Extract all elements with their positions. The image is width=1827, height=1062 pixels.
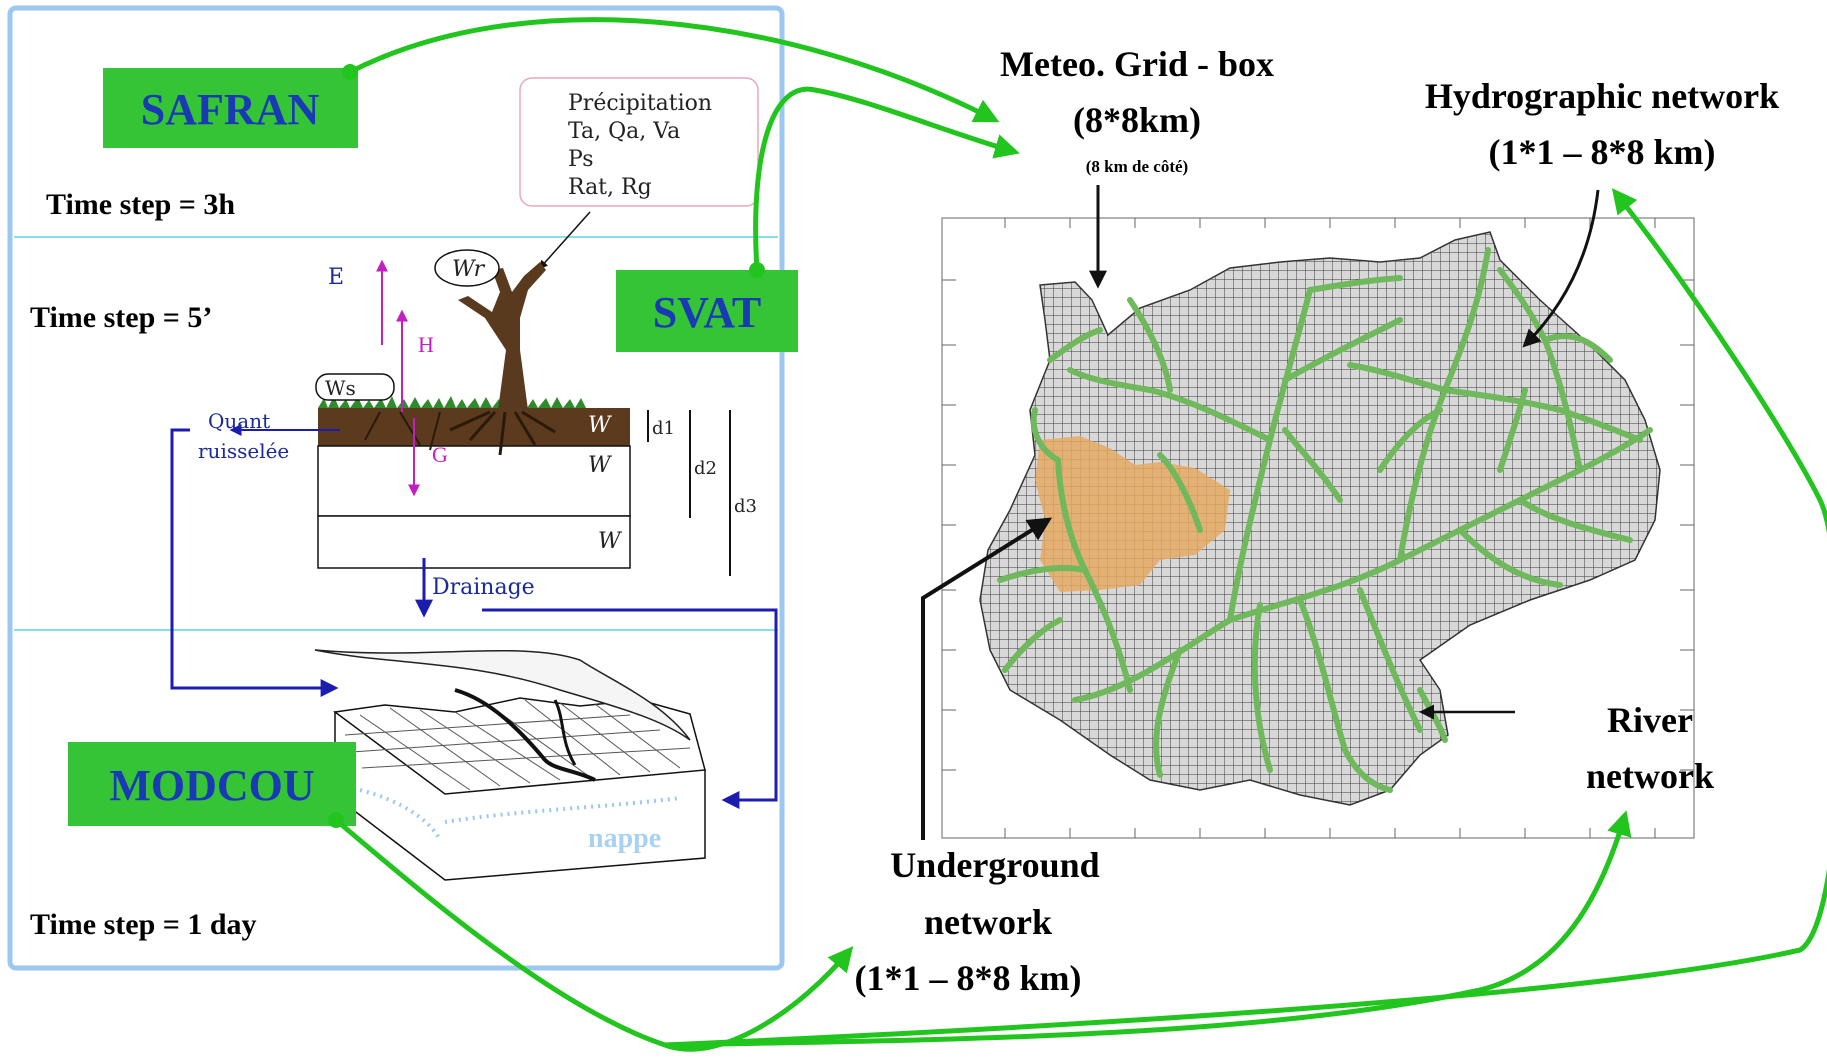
modcou-label: MODCOU	[109, 761, 314, 810]
connectors	[334, 17, 1827, 1052]
river-network-line2: network	[1586, 756, 1714, 796]
basin-outline	[979, 231, 1661, 806]
hydro-pointer-arrow	[1522, 189, 1600, 348]
tree-roots-2	[364, 411, 441, 451]
w2-label: W	[588, 453, 613, 478]
block-top-grid	[344, 699, 691, 791]
hydro-network-title: Hydrographic network	[1425, 76, 1779, 116]
underground-area	[1035, 436, 1230, 592]
time-step-svat: Time step = 5’	[30, 301, 212, 334]
nappe-label: nappe	[588, 823, 661, 854]
connector-modcou-river	[664, 810, 1632, 1048]
connector-modcou-underground	[334, 818, 854, 1052]
basin-map	[921, 185, 1695, 840]
connector-dot-svat	[749, 262, 765, 278]
d1-label: d1	[652, 418, 675, 439]
tree-roots	[449, 410, 556, 456]
wr-bubble	[434, 249, 500, 287]
model-safran: SAFRAN	[103, 68, 358, 148]
runoff-label-line2: ruisselée	[198, 439, 289, 463]
underground-network-line2: network	[924, 902, 1052, 942]
forcing-item: Rat, Rg	[568, 175, 652, 200]
meteo-grid-subtitle: (8 km de côté)	[1086, 157, 1188, 176]
svat-label: SVAT	[653, 288, 761, 337]
soil-layer-surface	[318, 408, 630, 446]
d2-label: d2	[694, 458, 717, 479]
connector-dots	[328, 64, 765, 828]
wr-label: Wr	[452, 257, 486, 282]
flux-e-label: E	[328, 265, 344, 290]
river-network	[997, 247, 1653, 793]
model-modcou: MODCOU	[68, 742, 356, 826]
river-network-line1: River	[1607, 700, 1693, 740]
meteo-grid-size: (8*8km)	[1073, 100, 1201, 140]
soil-layer-root	[317, 445, 631, 517]
forcing-item: Ta, Qa, Va	[568, 119, 680, 144]
flux-g-label: G	[432, 442, 448, 467]
connector-safran-meteo	[348, 17, 1000, 123]
aquifer-block: nappe	[314, 649, 706, 881]
connector-svat-meteo	[753, 86, 1020, 271]
drainage-flow-line	[482, 608, 778, 809]
d3-label: d3	[734, 496, 757, 517]
aquifer-dotted-line	[359, 788, 681, 841]
connector-modcou-hydro	[664, 188, 1827, 1048]
left-panel: Précipitation Ta, Qa, Va Ps Rat, Rg Time…	[7, 5, 798, 971]
time-step-safran: Time step = 3h	[46, 188, 235, 221]
forcing-pointer-arrow	[538, 211, 591, 270]
connector-dot-safran	[342, 64, 358, 80]
runoff-flow-line	[170, 428, 339, 697]
w1-label: W	[588, 413, 613, 438]
soil-layer-deep	[317, 515, 631, 569]
frame-ticks	[942, 218, 1694, 838]
river-line	[454, 688, 596, 782]
forcing-item: Précipitation	[568, 91, 712, 116]
forcing-box: Précipitation Ta, Qa, Va Ps Rat, Rg	[519, 77, 759, 270]
safran-label: SAFRAN	[141, 85, 320, 134]
underground-network-line1: Underground	[890, 845, 1099, 885]
underground-pointer-arrow	[921, 517, 1053, 840]
tree	[458, 262, 546, 410]
ws-bubble	[315, 373, 395, 401]
time-step-modcou: Time step = 1 day	[30, 908, 257, 941]
river-branch	[553, 699, 577, 766]
runoff-label-line1: Quant	[208, 409, 270, 433]
underground-network-size: (1*1 – 8*8 km)	[855, 958, 1082, 998]
ws-label: Ws	[325, 376, 356, 400]
meteo-grid-title: Meteo. Grid - box	[1000, 44, 1274, 84]
connector-dot-modcou	[328, 812, 344, 828]
block-surface-sheet	[314, 649, 691, 741]
forcing-item: Ps	[568, 147, 594, 172]
flux-h-label: H	[418, 332, 434, 357]
hydro-network-size: (1*1 – 8*8 km)	[1489, 132, 1716, 172]
drainage-label: Drainage	[432, 575, 535, 600]
w3-label: W	[598, 529, 623, 554]
model-svat: SVAT	[616, 270, 798, 352]
soil-scheme: Wr Ws E H G W W W d1 d2 d3 Quant ruis	[170, 249, 778, 809]
